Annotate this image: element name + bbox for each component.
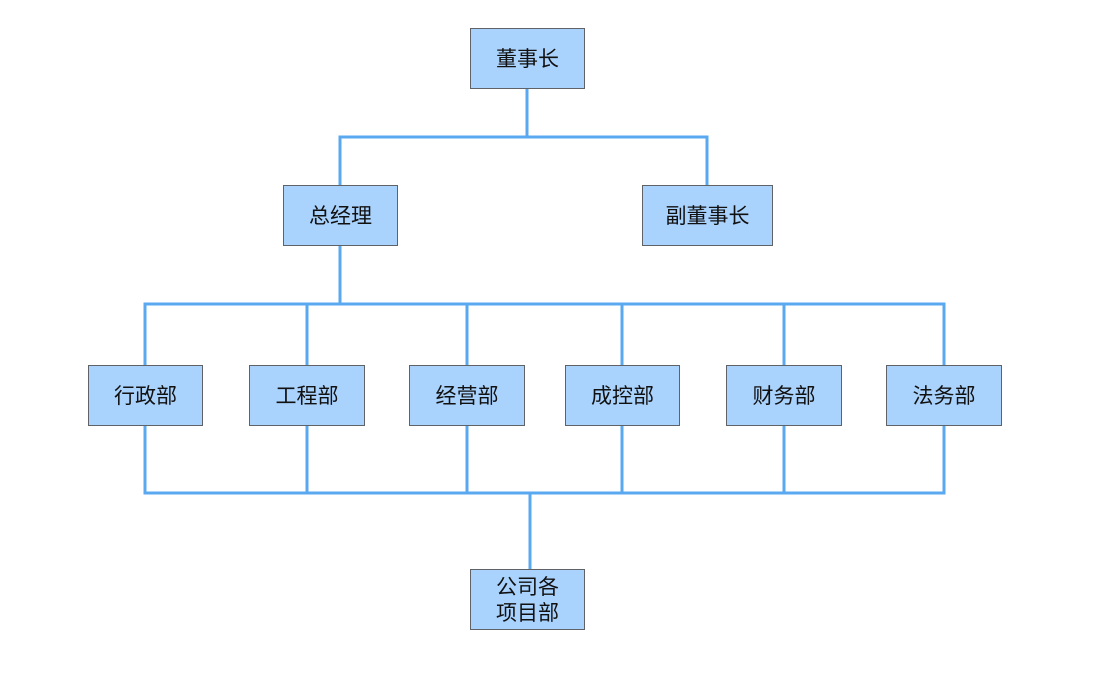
node-chairman-label: 董事长 [496,46,559,71]
node-dept-finance-label: 财务部 [752,383,816,408]
node-chairman: 董事长 [470,28,585,89]
node-dept-operations-label: 经营部 [435,383,499,408]
node-general-manager-label: 总经理 [309,203,372,228]
node-dept-cost-control-label: 成控部 [591,383,654,408]
node-dept-cost-control: 成控部 [565,365,680,426]
node-dept-legal-label: 法务部 [912,383,976,408]
node-dept-operations: 经营部 [409,365,525,426]
node-dept-admin-label: 行政部 [114,383,177,408]
node-dept-admin: 行政部 [88,365,203,426]
node-project-departments-label: 公司各 项目部 [496,574,559,625]
node-dept-engineering: 工程部 [249,365,365,426]
node-dept-finance: 财务部 [726,365,842,426]
node-project-departments: 公司各 项目部 [470,569,585,630]
node-general-manager: 总经理 [283,185,398,246]
node-vice-chairman: 副董事长 [642,185,773,246]
node-vice-chairman-label: 副董事长 [665,203,750,228]
node-dept-engineering-label: 工程部 [275,383,339,408]
node-dept-legal: 法务部 [886,365,1002,426]
